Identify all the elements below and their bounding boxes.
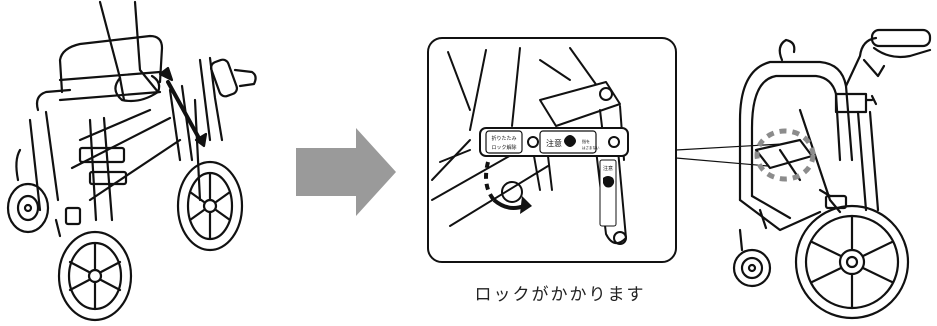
- fold-release-label-2: ロック解除: [491, 144, 516, 151]
- svg-text:はさまない: はさまない: [582, 145, 600, 150]
- fold-release-label-1: 折りたたみ: [491, 135, 516, 142]
- lock-highlight-circle: [754, 128, 816, 182]
- svg-text:指を: 指を: [582, 138, 590, 144]
- caution-label: 注意: [546, 138, 562, 148]
- lock-engaged-caption: ロックがかかります: [474, 285, 646, 305]
- right-arrow-icon: [296, 128, 396, 216]
- rotation-arrow-icon: [484, 161, 532, 214]
- wheelchair-unfolded-icon: [732, 28, 932, 320]
- svg-text:注意: 注意: [603, 165, 613, 172]
- wheelchair-folded-icon: [6, 0, 257, 322]
- detail-view: 折りたたみ ロック解除 注意 指を はさまない 注意: [427, 37, 677, 263]
